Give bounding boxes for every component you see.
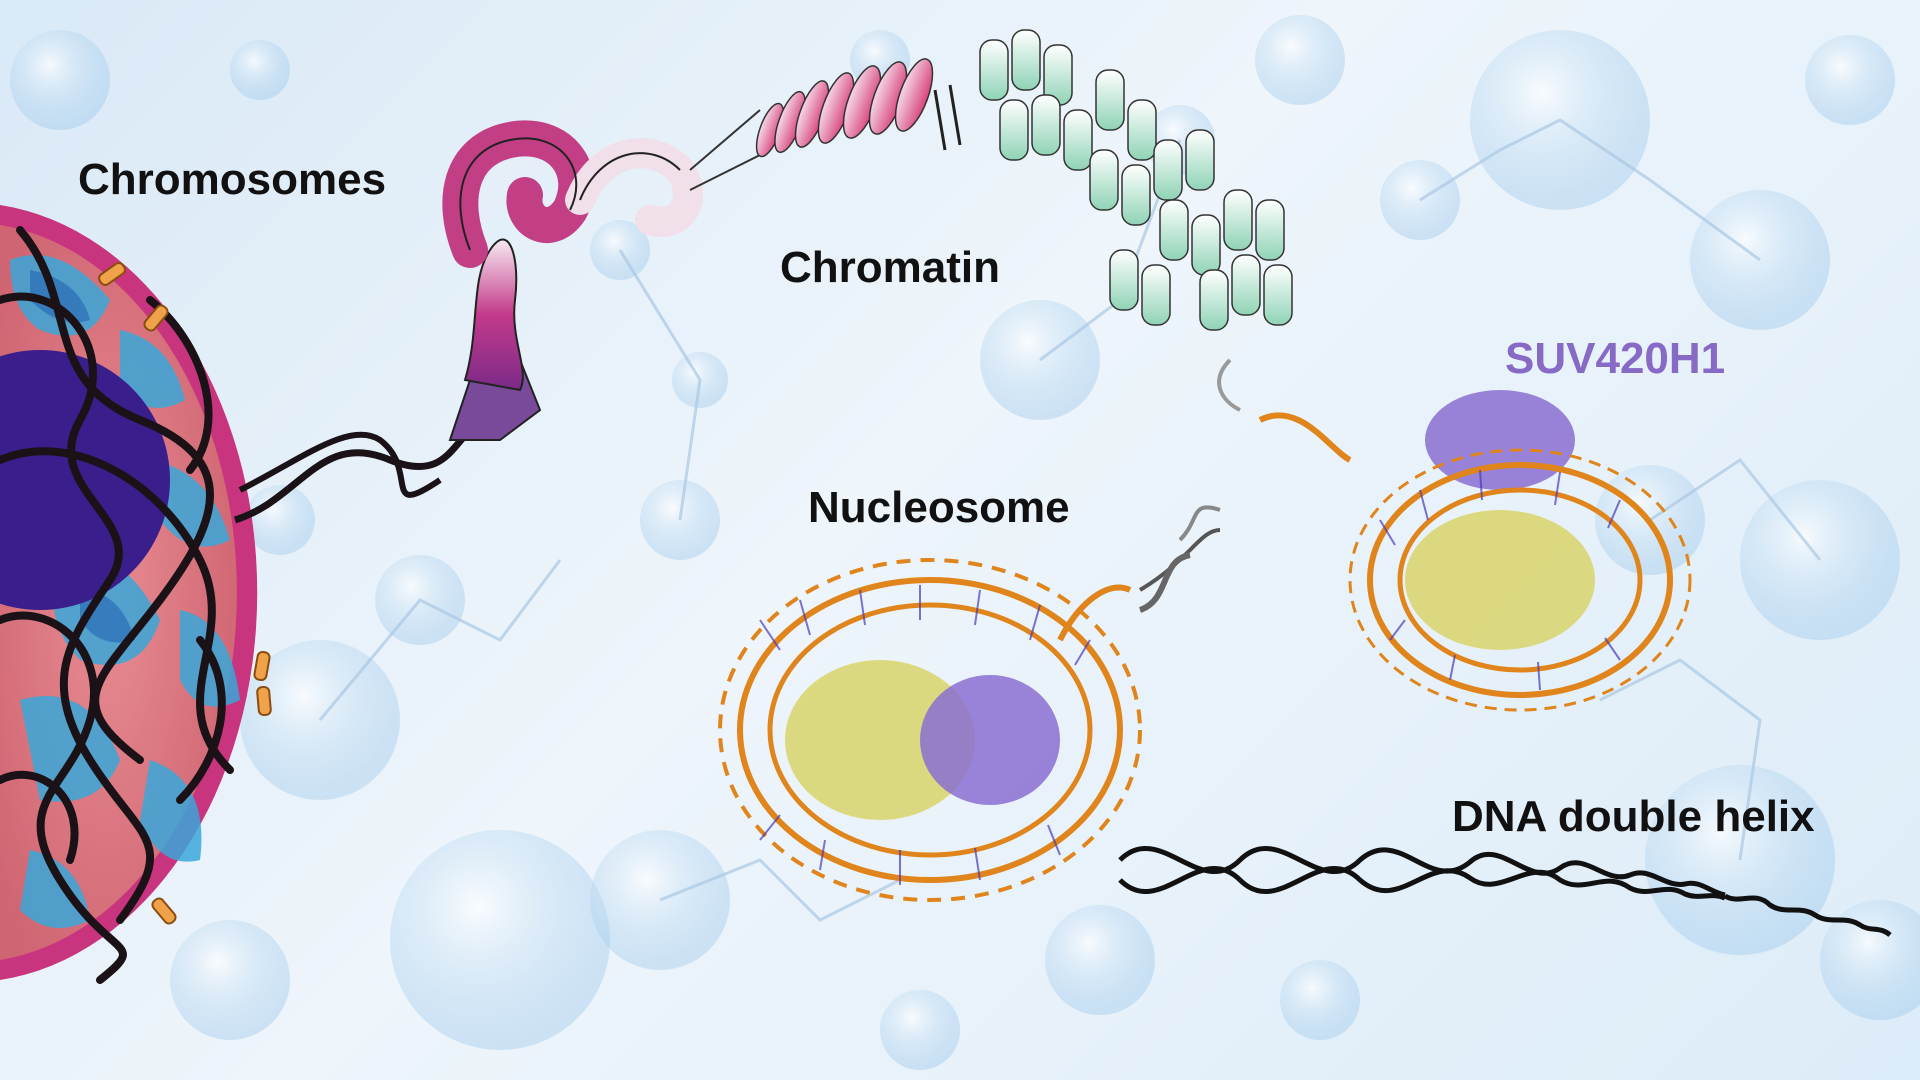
cell-cross-section-icon [0, 205, 442, 984]
background-bubbles [10, 15, 1920, 1070]
connector-line [1178, 505, 1221, 542]
connector-line [1138, 552, 1191, 613]
label-suv420h1: SUV420H1 [1505, 334, 1726, 383]
suv420h1-nucleosome-complex-icon [1258, 390, 1692, 712]
label-dna-double-helix: DNA double helix [1452, 792, 1815, 841]
label-chromatin: Chromatin [780, 243, 1000, 292]
label-nucleosome: Nucleosome [808, 483, 1070, 532]
dna-helix-icon [1118, 845, 1892, 937]
label-chromosomes: Chromosomes [78, 155, 387, 204]
chromatin-fiber-icon [755, 29, 1293, 412]
nuclear-pore-icons [98, 262, 272, 925]
chromosome-coil-icon [233, 109, 771, 524]
nucleosome-structure-icon [718, 528, 1221, 902]
